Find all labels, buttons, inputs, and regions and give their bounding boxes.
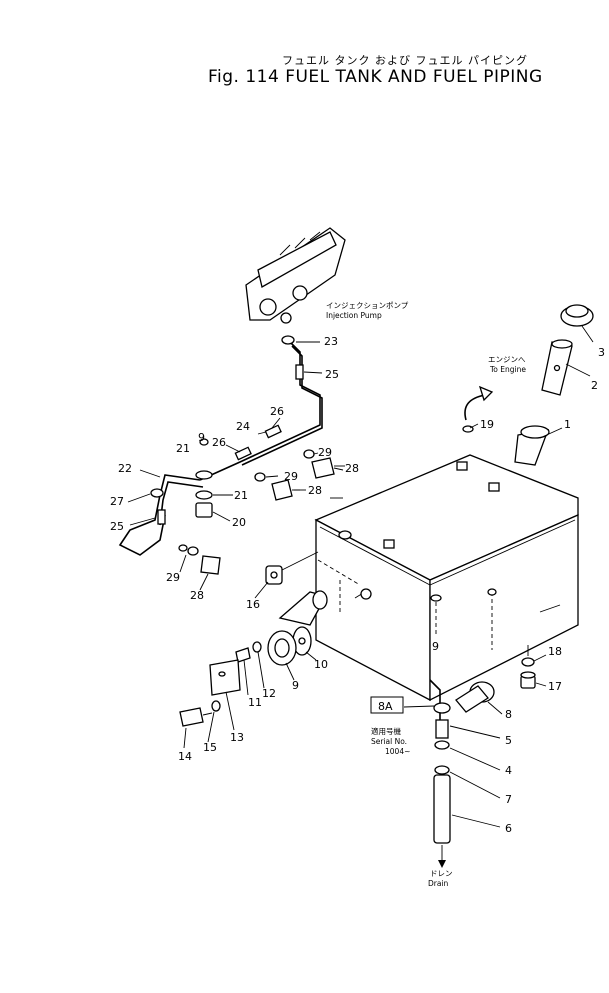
bracket-arm — [278, 590, 328, 626]
callout-17: 17 — [548, 680, 562, 693]
callout-8: 8 — [505, 708, 512, 721]
fitting-5 — [435, 719, 449, 739]
callout-9-marker-mid: 9 — [432, 640, 439, 653]
washer-4 — [434, 740, 450, 750]
fuel-pipe-24 — [241, 345, 323, 466]
clamp-7 — [434, 765, 450, 775]
plate-13 — [209, 659, 241, 696]
callout-8a: 8A — [378, 700, 393, 713]
callout-19: 19 — [480, 418, 494, 431]
callout-18: 18 — [548, 645, 562, 658]
bolt-28-upper — [303, 449, 345, 479]
callout-16: 16 — [246, 598, 260, 611]
washer-12 — [252, 641, 262, 653]
callout-8a-box — [370, 696, 404, 714]
sleeve-26-left — [234, 446, 252, 461]
valve-8 — [455, 681, 495, 713]
sleeve-26-right — [264, 424, 282, 439]
callout-25-top: 25 — [325, 368, 339, 381]
callout-27: 27 — [110, 495, 124, 508]
callout-15: 15 — [203, 741, 217, 754]
washer-29-lower — [178, 544, 188, 552]
drain-label-jp: ドレン — [430, 869, 453, 878]
fuel-tank — [314, 454, 579, 702]
callout-9-marker-top: 9 — [198, 431, 205, 444]
callout-9: 9 — [292, 679, 299, 692]
callout-2: 2 — [591, 379, 598, 392]
drain-arrow — [438, 860, 446, 868]
callout-11: 11 — [248, 696, 262, 709]
callout-10: 10 — [314, 658, 328, 671]
filler-neck — [514, 425, 550, 466]
fuel-pipe-22 — [118, 474, 201, 556]
drain-hose-6 — [433, 774, 451, 844]
to-engine-label: To Engine — [489, 365, 526, 374]
callout-1: 1 — [564, 418, 571, 431]
bolt-14 — [179, 707, 213, 727]
callout-26-right: 26 — [270, 405, 284, 418]
figure-title-japanese: フュエル タンク および フュエル パイピング — [282, 54, 528, 67]
injection-pump — [245, 227, 346, 324]
filler-cap — [560, 304, 594, 327]
gasket-10 — [292, 626, 312, 656]
serial-label-jp: 適用号機 — [371, 726, 401, 736]
fuel-pipe-23 — [199, 341, 321, 481]
callout-28-upper: 28 — [345, 462, 359, 475]
serial-label: Serial No. — [371, 737, 407, 746]
callout-24: 24 — [236, 420, 250, 433]
leader-lines — [127, 325, 594, 828]
washer-15 — [211, 700, 221, 712]
to-engine-arrow — [478, 385, 494, 402]
callout-20: 20 — [232, 516, 246, 529]
bolt-11 — [235, 647, 251, 663]
callout-28-mid: 28 — [308, 484, 322, 497]
fitting-8a — [433, 702, 451, 714]
callout-3: 3 — [598, 346, 605, 359]
sleeve-25-left — [157, 509, 166, 525]
bolt-17 — [520, 671, 536, 689]
callout-28-lower: 28 — [190, 589, 204, 602]
callout-21-bottom: 21 — [234, 489, 248, 502]
gauge-9 — [267, 630, 297, 666]
callout-12: 12 — [262, 687, 276, 700]
callout-22: 22 — [118, 462, 132, 475]
bracket-16 — [265, 565, 283, 585]
pipe-fitting-top — [281, 335, 295, 345]
clamp-27 — [150, 488, 164, 498]
washer-18 — [521, 657, 535, 667]
injection-pump-label-jp: インジェクションポンプ — [326, 301, 409, 310]
bolt-28-lower — [187, 546, 221, 575]
callout-29-lower: 29 — [166, 571, 180, 584]
callout-14: 14 — [178, 750, 192, 763]
sensor — [360, 588, 372, 600]
callout-5: 5 — [505, 734, 512, 747]
bolt-28-mid — [254, 472, 300, 501]
callout-7: 7 — [505, 793, 512, 806]
callout-26-left: 26 — [212, 436, 226, 449]
bolt-head-top — [199, 438, 209, 446]
callout-29-upper: 29 — [318, 446, 332, 459]
filler-pipe — [541, 339, 573, 396]
to-engine-label-jp: エンジンへ — [488, 355, 526, 364]
callout-25-left: 25 — [110, 520, 124, 533]
injection-pump-label: Injection Pump — [326, 311, 382, 320]
washer-21-bottom — [195, 490, 213, 500]
callout-21-top: 21 — [176, 442, 190, 455]
serial-range: 1004~ — [385, 747, 410, 756]
drain-label: Drain — [428, 879, 449, 888]
figure-title: Fig. 114 FUEL TANK AND FUEL PIPING — [208, 67, 543, 87]
sleeve-25-top — [295, 364, 304, 380]
nut-20 — [195, 502, 213, 518]
return-hose — [464, 394, 486, 421]
callout-29-mid: 29 — [284, 470, 298, 483]
callout-23: 23 — [324, 335, 338, 348]
washer-21-top — [195, 470, 213, 480]
callout-13: 13 — [230, 731, 244, 744]
callout-4: 4 — [505, 764, 512, 777]
callout-6: 6 — [505, 822, 512, 835]
